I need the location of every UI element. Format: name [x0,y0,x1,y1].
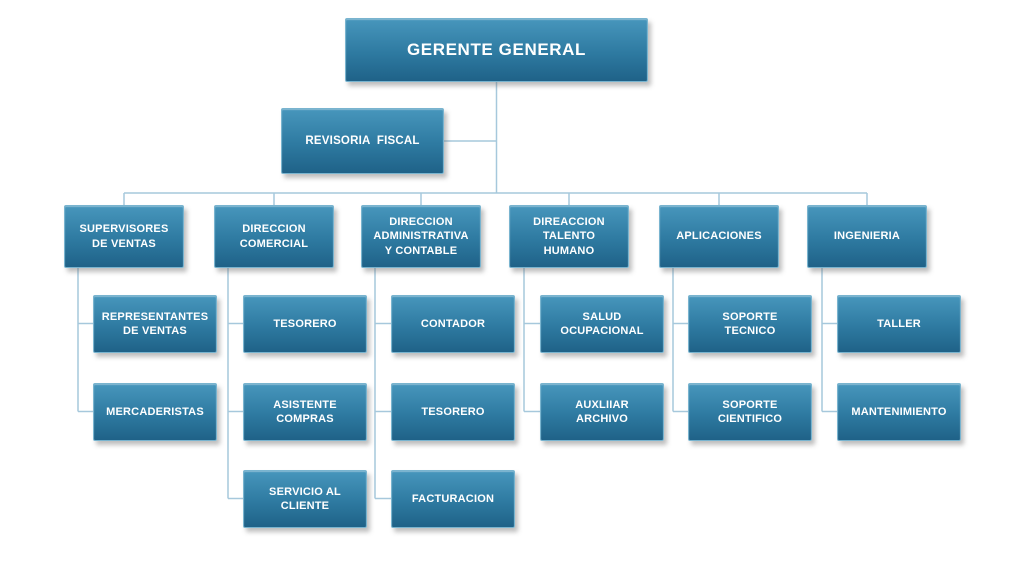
org-node-gerente-general: GERENTE GENERAL [345,18,648,82]
org-node-direccion-comercial: DIRECCION COMERCIAL [214,205,334,268]
org-node-aplicaciones: APLICACIONES [659,205,779,268]
org-node-label: SALUD OCUPACIONAL [560,310,644,337]
org-node-supervisores-de-ventas: SUPERVISORES DE VENTAS [64,205,184,268]
org-node-contador: CONTADOR [391,295,515,353]
org-node-facturacion: FACTURACION [391,470,515,528]
org-node-mantenimiento: MANTENIMIENTO [837,383,961,441]
org-node-label: SOPORTE CIENTIFICO [717,398,783,425]
org-node-tesorero-contable: TESORERO [391,383,515,441]
org-node-ingenieria: INGENIERIA [807,205,927,268]
org-node-representantes-de-ventas: REPRESENTANTES DE VENTAS [93,295,217,353]
org-node-label: GERENTE GENERAL [406,40,587,60]
org-node-soporte-cientifico: SOPORTE CIENTIFICO [688,383,812,441]
org-node-label: TESORERO [273,317,337,330]
org-node-label: REPRESENTANTES DE VENTAS [101,310,209,337]
org-node-label: MANTENIMIENTO [851,405,947,418]
org-node-label: FACTURACION [411,492,495,505]
org-node-label: APLICACIONES [676,230,762,243]
org-node-soporte-tecnico: SOPORTE TECNICO [688,295,812,353]
org-node-auxiliar-archivo: AUXLIIAR ARCHIVO [540,383,664,441]
org-node-label: DIRECCION COMERCIAL [239,223,309,250]
org-node-direccion-administrativa-y-contable: DIRECCION ADMINISTRATIVA Y CONTABLE [361,205,481,268]
org-node-label: TESORERO [421,405,485,418]
org-node-taller: TALLER [837,295,961,353]
org-node-label: REVISORIA FISCAL [305,134,420,147]
org-node-revisoria-fiscal: REVISORIA FISCAL [281,108,444,174]
org-node-label: INGENIERIA [833,230,901,243]
org-node-label: MERCADERISTAS [106,405,204,418]
org-node-asistente-compras: ASISTENTE COMPRAS [243,383,367,441]
org-node-label: ASISTENTE COMPRAS [273,398,337,425]
org-node-label: SUPERVISORES DE VENTAS [79,223,169,250]
org-node-label: SOPORTE TECNICO [722,310,778,337]
org-node-label: AUXLIIAR ARCHIVO [575,398,629,425]
org-node-label: CONTADOR [420,317,486,330]
org-node-label: TALLER [877,317,921,330]
org-node-label: DIREACCION TALENTO HUMANO [533,216,605,257]
org-node-label: DIRECCION ADMINISTRATIVA Y CONTABLE [373,216,469,257]
org-node-tesorero-comercial: TESORERO [243,295,367,353]
org-node-mercaderistas: MERCADERISTAS [93,383,217,441]
org-node-direccion-talento-humano: DIREACCION TALENTO HUMANO [509,205,629,268]
org-node-label: SERVICIO AL CLIENTE [269,485,341,512]
org-node-salud-ocupacional: SALUD OCUPACIONAL [540,295,664,353]
org-node-servicio-al-cliente: SERVICIO AL CLIENTE [243,470,367,528]
